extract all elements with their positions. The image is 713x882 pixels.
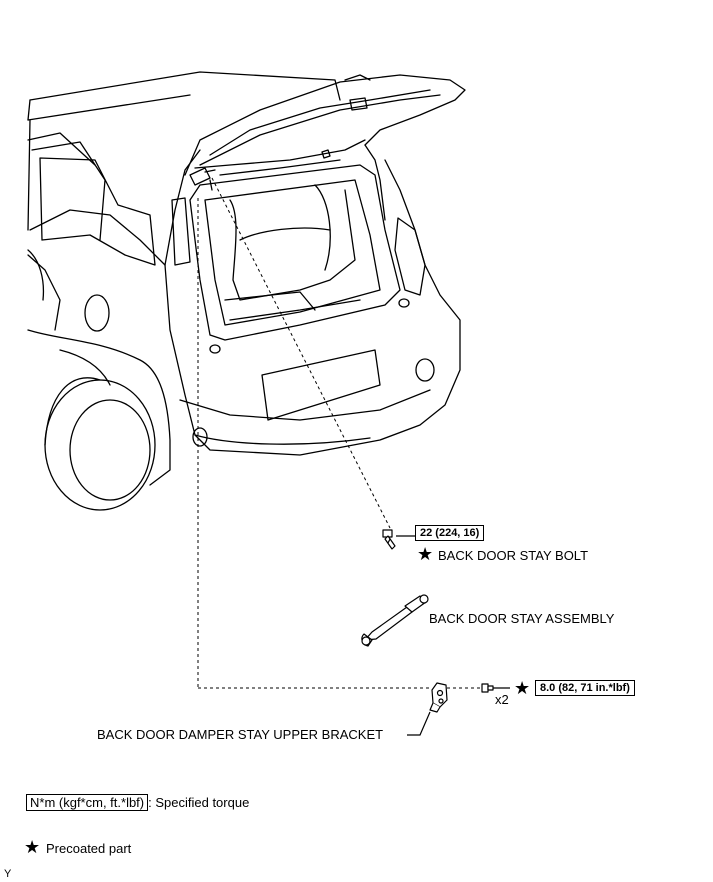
- star-icon: ★: [24, 837, 41, 857]
- star-icon: ★: [417, 544, 434, 564]
- bracket-bolt-icon: [481, 683, 494, 693]
- legend-torque: N*m (kgf*cm, ft.*lbf): Specified torque: [26, 794, 250, 811]
- bracket-bolt-torque-box: 8.0 (82, 71 in.*lbf): [535, 680, 635, 696]
- stay-bolt-label: BACK DOOR STAY BOLT: [438, 548, 589, 563]
- legend-torque-text: : Specified torque: [148, 795, 250, 810]
- stay-bolt-icon: [382, 529, 396, 550]
- upper-bracket-label: BACK DOOR DAMPER STAY UPPER BRACKET: [97, 727, 384, 742]
- stay-bolt-torque-box: 22 (224, 16): [415, 525, 485, 541]
- stay-assembly-icon: [361, 594, 429, 647]
- bracket-label-leader: [407, 711, 431, 736]
- corner-mark: Y: [4, 868, 12, 880]
- star-icon: ★: [514, 678, 531, 698]
- stay-assembly-label: BACK DOOR STAY ASSEMBLY: [429, 611, 615, 626]
- upper-bracket-icon: [429, 682, 448, 713]
- legend-torque-unit: N*m (kgf*cm, ft.*lbf): [26, 794, 149, 811]
- bracket-bolt-quantity: x2: [495, 692, 509, 707]
- legend-precoated-text: Precoated part: [46, 841, 132, 856]
